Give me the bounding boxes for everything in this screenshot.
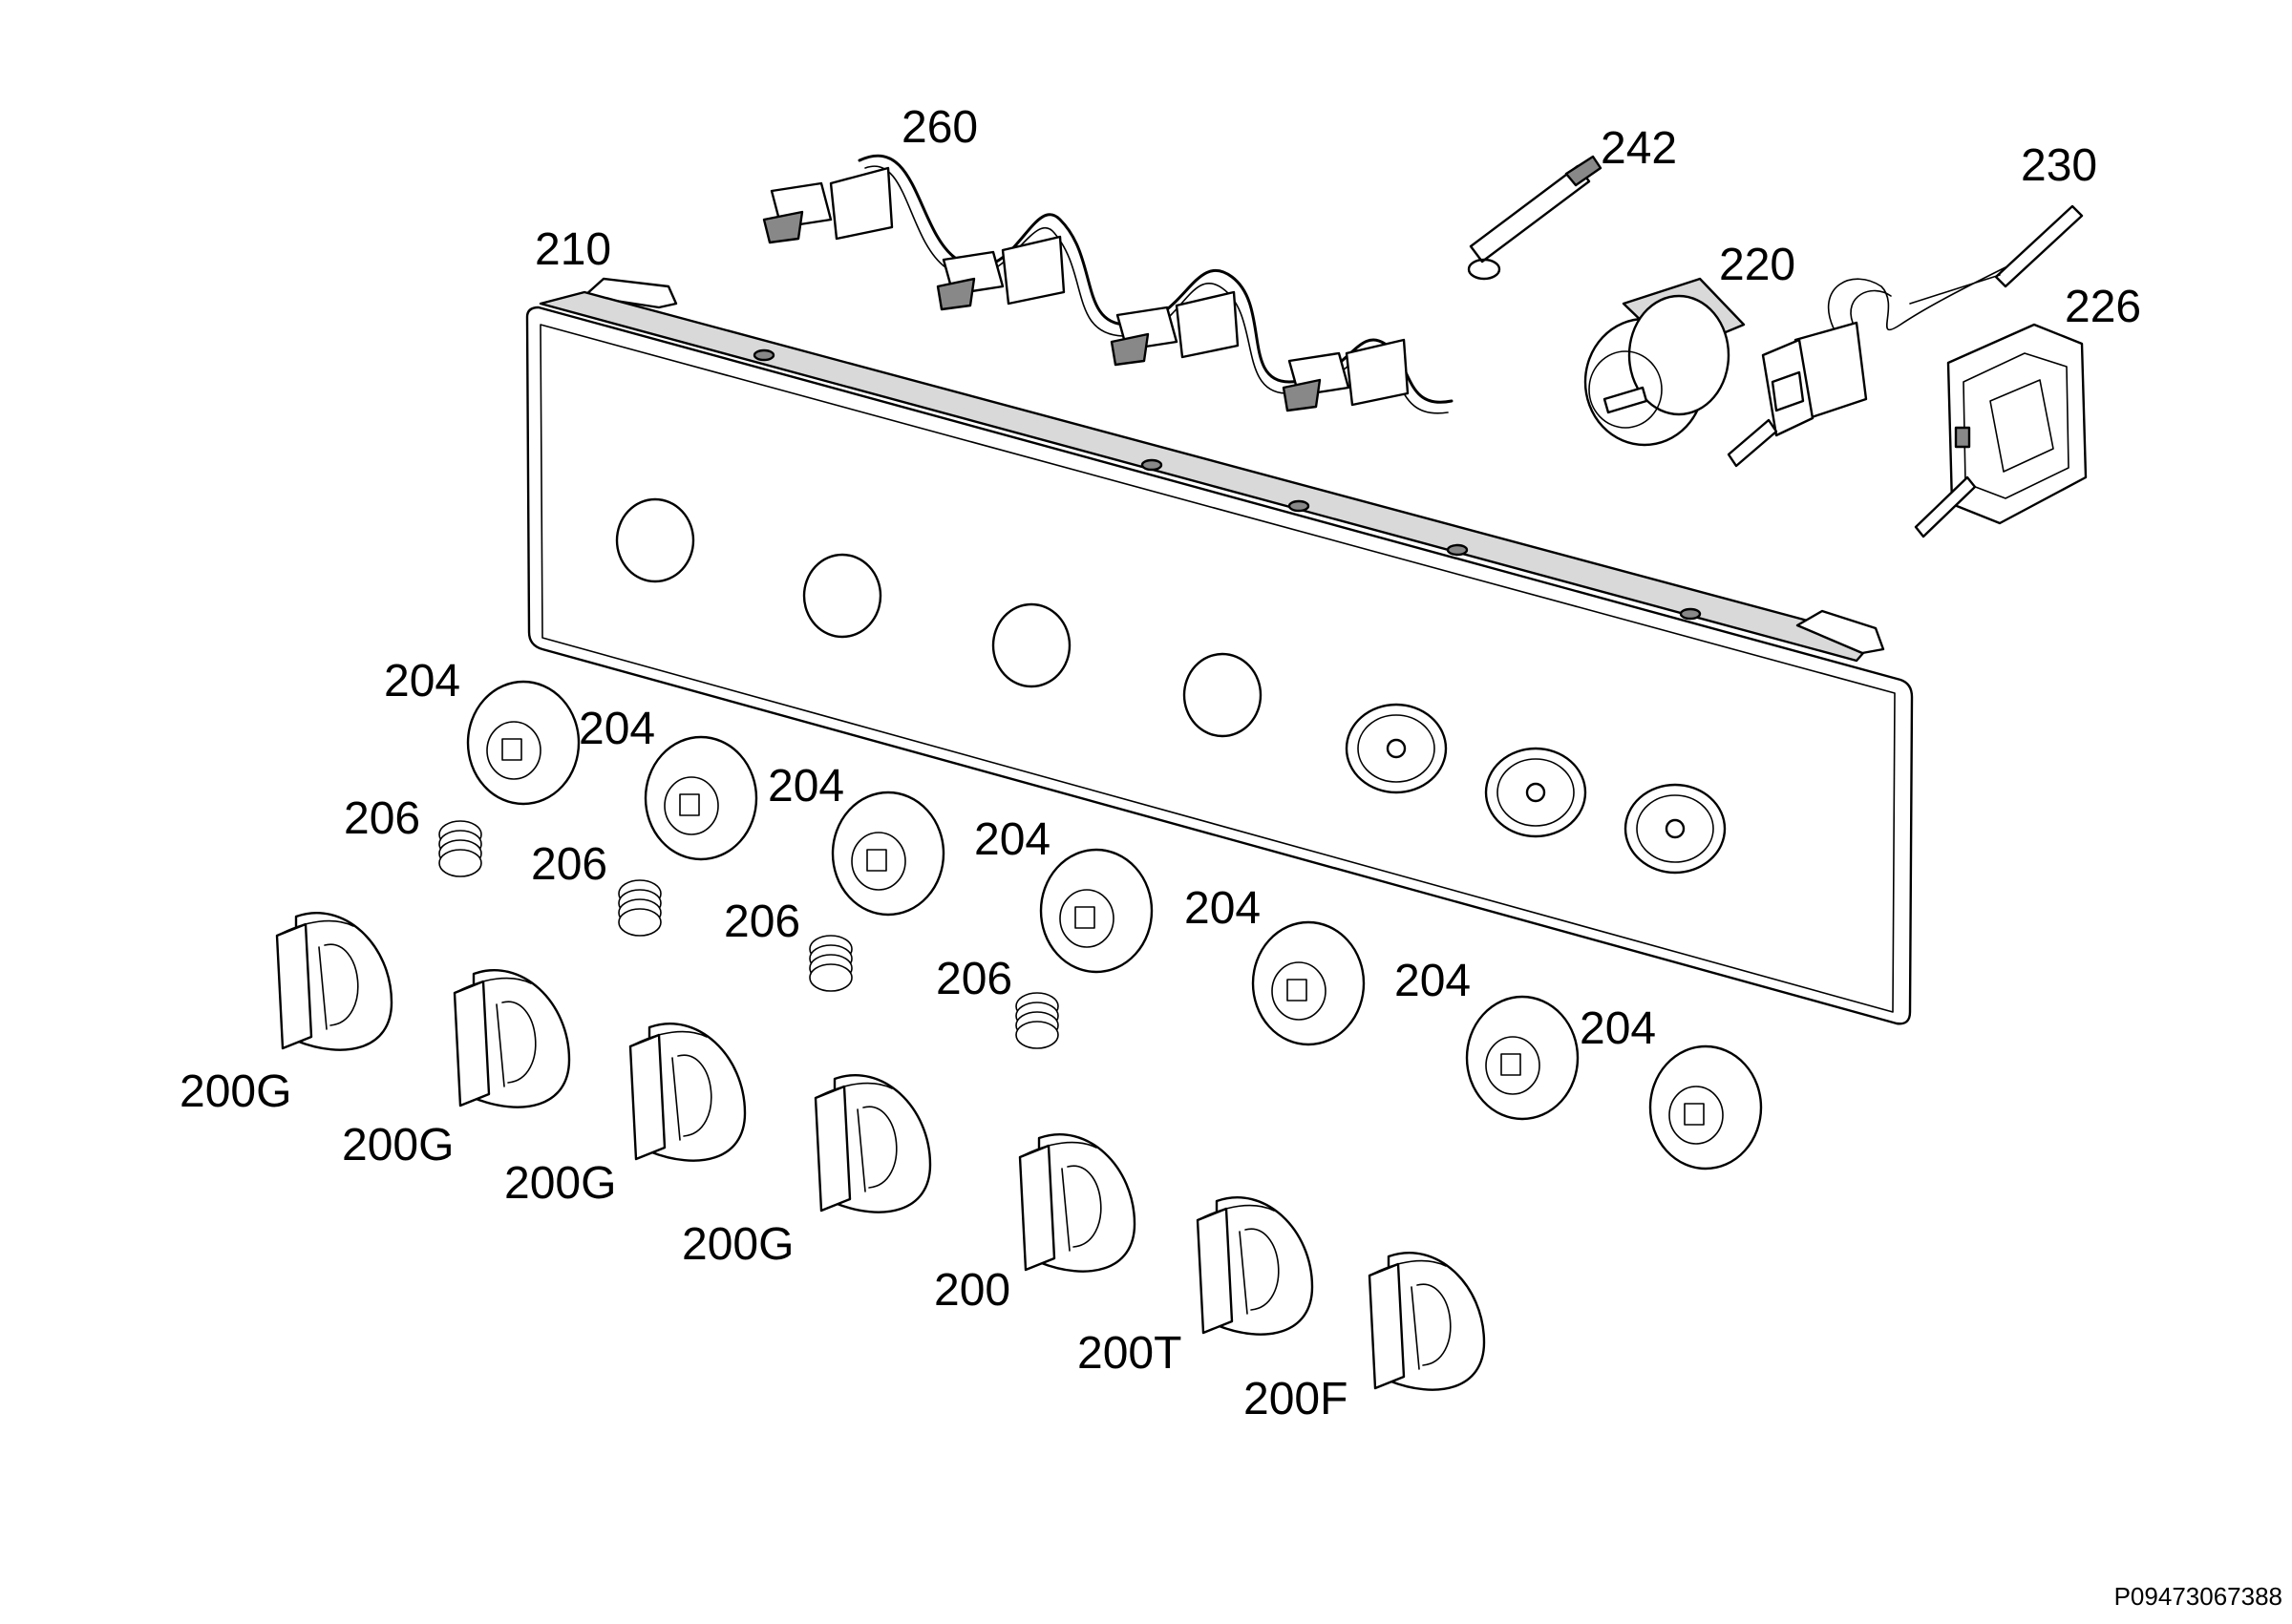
callout-204: 204 bbox=[1580, 1003, 1657, 1054]
bezel bbox=[466, 680, 581, 806]
thermostat-capillary-tail bbox=[1909, 274, 2001, 305]
spring bbox=[809, 935, 853, 992]
bezel bbox=[1648, 1044, 1763, 1171]
panel-inner-border bbox=[540, 324, 1896, 1013]
callout-260: 260 bbox=[902, 102, 979, 153]
callout-200F: 200F bbox=[1243, 1374, 1348, 1424]
ignition-switch-lug bbox=[1110, 332, 1150, 367]
knob bbox=[628, 1022, 747, 1162]
lamp-holder-tip bbox=[1564, 155, 1602, 187]
control-panel bbox=[525, 277, 1914, 1025]
callout-204: 204 bbox=[1184, 883, 1262, 934]
ignition-switch-lug bbox=[1282, 378, 1322, 412]
lamp-holder-clip bbox=[1467, 258, 1501, 281]
switch-pin bbox=[1954, 426, 1971, 449]
panel-bracket-left bbox=[583, 277, 678, 309]
springs bbox=[438, 820, 1059, 1049]
callout-200G: 200G bbox=[342, 1120, 455, 1171]
knob bbox=[814, 1073, 932, 1213]
panel-plate-hole-center bbox=[1525, 782, 1546, 803]
callout-206: 206 bbox=[936, 954, 1013, 1004]
bezel bbox=[831, 791, 945, 917]
bezel bbox=[644, 735, 758, 861]
panel-slot bbox=[1446, 543, 1469, 557]
callout-204: 204 bbox=[384, 656, 461, 707]
callout-204: 204 bbox=[579, 704, 656, 754]
ignition-harness bbox=[762, 154, 1454, 414]
panel-hole bbox=[991, 602, 1072, 688]
panel-bracket-right bbox=[1795, 609, 1885, 655]
knob bbox=[453, 968, 571, 1108]
callout-204: 204 bbox=[768, 761, 845, 812]
panel-plate-hole-center bbox=[1386, 738, 1407, 759]
spring bbox=[618, 879, 662, 937]
ignition-switch-lug bbox=[762, 210, 804, 244]
timer-face bbox=[1588, 350, 1663, 429]
thermostat-bulb bbox=[1994, 204, 2084, 288]
panel-slot bbox=[1140, 458, 1163, 472]
panel-slot bbox=[753, 348, 775, 362]
callout-242: 242 bbox=[1601, 123, 1678, 174]
callout-210: 210 bbox=[535, 224, 612, 275]
spring bbox=[1015, 992, 1059, 1049]
knob bbox=[1196, 1195, 1314, 1336]
lamp-holder bbox=[1467, 155, 1602, 281]
bezel bbox=[1251, 920, 1366, 1046]
knob bbox=[275, 911, 393, 1051]
knob bbox=[1368, 1251, 1486, 1391]
callout-206: 206 bbox=[344, 793, 421, 844]
thermostat-shaft bbox=[1727, 418, 1778, 468]
callout-226: 226 bbox=[2065, 282, 2142, 332]
callout-230: 230 bbox=[2021, 140, 2098, 191]
callout-200G: 200G bbox=[504, 1158, 617, 1209]
knob bbox=[1018, 1132, 1136, 1273]
callout-206: 206 bbox=[724, 896, 801, 947]
callout-204: 204 bbox=[1394, 956, 1472, 1006]
panel-hole bbox=[1182, 652, 1263, 738]
bezel bbox=[1039, 848, 1154, 974]
thermostat-body-front bbox=[1761, 338, 1814, 437]
switch-shaft bbox=[1914, 475, 1977, 538]
panel-slot bbox=[1679, 607, 1702, 621]
function-switch bbox=[1914, 323, 2088, 538]
thermostat-capillary-coil bbox=[1850, 289, 1892, 324]
callout-204: 204 bbox=[974, 814, 1051, 865]
drawing-code: P09473067388 bbox=[2113, 1582, 2282, 1611]
ignition-switch bbox=[1001, 235, 1066, 306]
control-knobs bbox=[275, 911, 1486, 1391]
switch-inner-window bbox=[1989, 379, 2054, 473]
ignition-switch bbox=[1345, 338, 1410, 407]
thermostat bbox=[1727, 204, 2084, 468]
bezel-rings bbox=[466, 680, 1763, 1171]
panel-hole bbox=[802, 553, 882, 639]
callout-200T: 200T bbox=[1077, 1328, 1182, 1379]
panel-slot bbox=[1287, 499, 1310, 513]
lamp-holder-body bbox=[1469, 164, 1591, 264]
spring bbox=[438, 820, 482, 877]
ignition-switch bbox=[829, 166, 894, 241]
bezel bbox=[1465, 995, 1580, 1121]
callout-220: 220 bbox=[1719, 240, 1796, 290]
callout-200: 200 bbox=[934, 1265, 1011, 1316]
timer-shaft bbox=[1602, 386, 1648, 414]
ignition-switch bbox=[1175, 290, 1240, 359]
callout-200G: 200G bbox=[180, 1066, 292, 1117]
callout-206: 206 bbox=[531, 839, 608, 890]
callout-200G: 200G bbox=[682, 1219, 795, 1270]
timer bbox=[1583, 277, 1746, 447]
panel-plate-hole-center bbox=[1665, 818, 1686, 839]
timer-housing bbox=[1627, 294, 1730, 416]
ignition-switch-lug bbox=[936, 277, 976, 311]
thermostat-window bbox=[1771, 370, 1805, 412]
panel-hole bbox=[615, 497, 695, 583]
thermostat-capillary bbox=[1827, 266, 2006, 331]
